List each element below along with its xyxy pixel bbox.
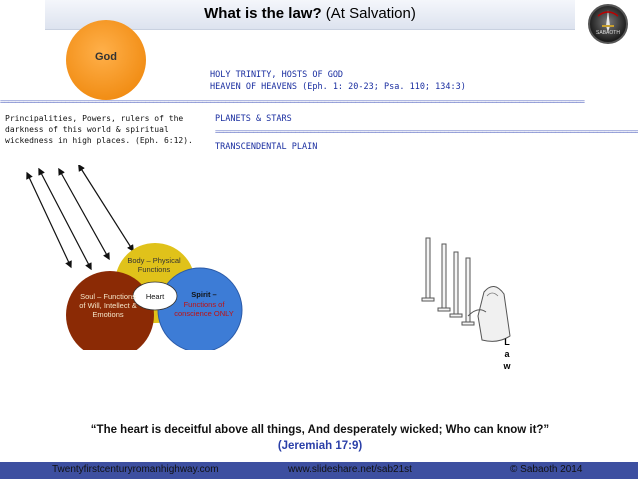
logo-text: SABAOTH [588, 30, 628, 36]
planets-stars-text: PLANETS & STARS [215, 114, 292, 124]
heaven-of-heavens-text: HEAVEN OF HEAVENS (Eph. 1: 20-23; Psa. 1… [210, 82, 466, 92]
arrow-line-4 [80, 167, 132, 249]
sword-blade-2 [442, 244, 446, 308]
footer-slideshare-link[interactable]: www.slideshare.net/sab21st [288, 464, 412, 475]
body-label: Body – Physical Functions [122, 256, 186, 274]
hooded-figure [478, 286, 510, 341]
sword-guard-1 [422, 298, 434, 301]
principalities-text: Principalities, Powers, rulers of the da… [5, 113, 195, 146]
title-bold: What is the law? [204, 5, 322, 22]
sabaoth-logo [588, 4, 628, 44]
sword-guard-4 [462, 322, 474, 325]
title-rest: (At Salvation) [322, 5, 416, 22]
quote-citation: (Jeremiah 17:9) [20, 440, 620, 452]
sword-guard-2 [438, 308, 450, 311]
holy-trinity-text: HOLY TRINITY, HOSTS OF GOD [210, 70, 343, 80]
separator-heaven: ========================================… [0, 98, 638, 105]
god-label: God [66, 51, 146, 63]
soul-label: Soul – Functions of Will, Intellect & Em… [78, 292, 138, 319]
slide-title: What is the law? (At Salvation) [45, 5, 575, 22]
transcendental-text: TRANSCENDENTAL PLAIN [215, 142, 317, 152]
sword-guard-3 [450, 314, 462, 317]
quote-text: “The heart is deceitful above all things… [20, 424, 620, 436]
separator-planets: ========================================… [215, 128, 638, 135]
law-label: L a w [501, 336, 513, 372]
sword-blade-4 [466, 258, 470, 322]
spirit-label: Functions of conscience ONLY [174, 300, 234, 318]
sword-icon [590, 6, 626, 42]
footer-copyright: © Sabaoth 2014 [510, 464, 582, 475]
sword-blade-3 [454, 252, 458, 314]
spirit-title: Spirit – [176, 290, 232, 299]
footer-website-link[interactable]: Twentyfirstcenturyromanhighway.com [52, 464, 219, 475]
heart-label: Heart [137, 292, 173, 301]
sword-blade-1 [426, 238, 430, 298]
